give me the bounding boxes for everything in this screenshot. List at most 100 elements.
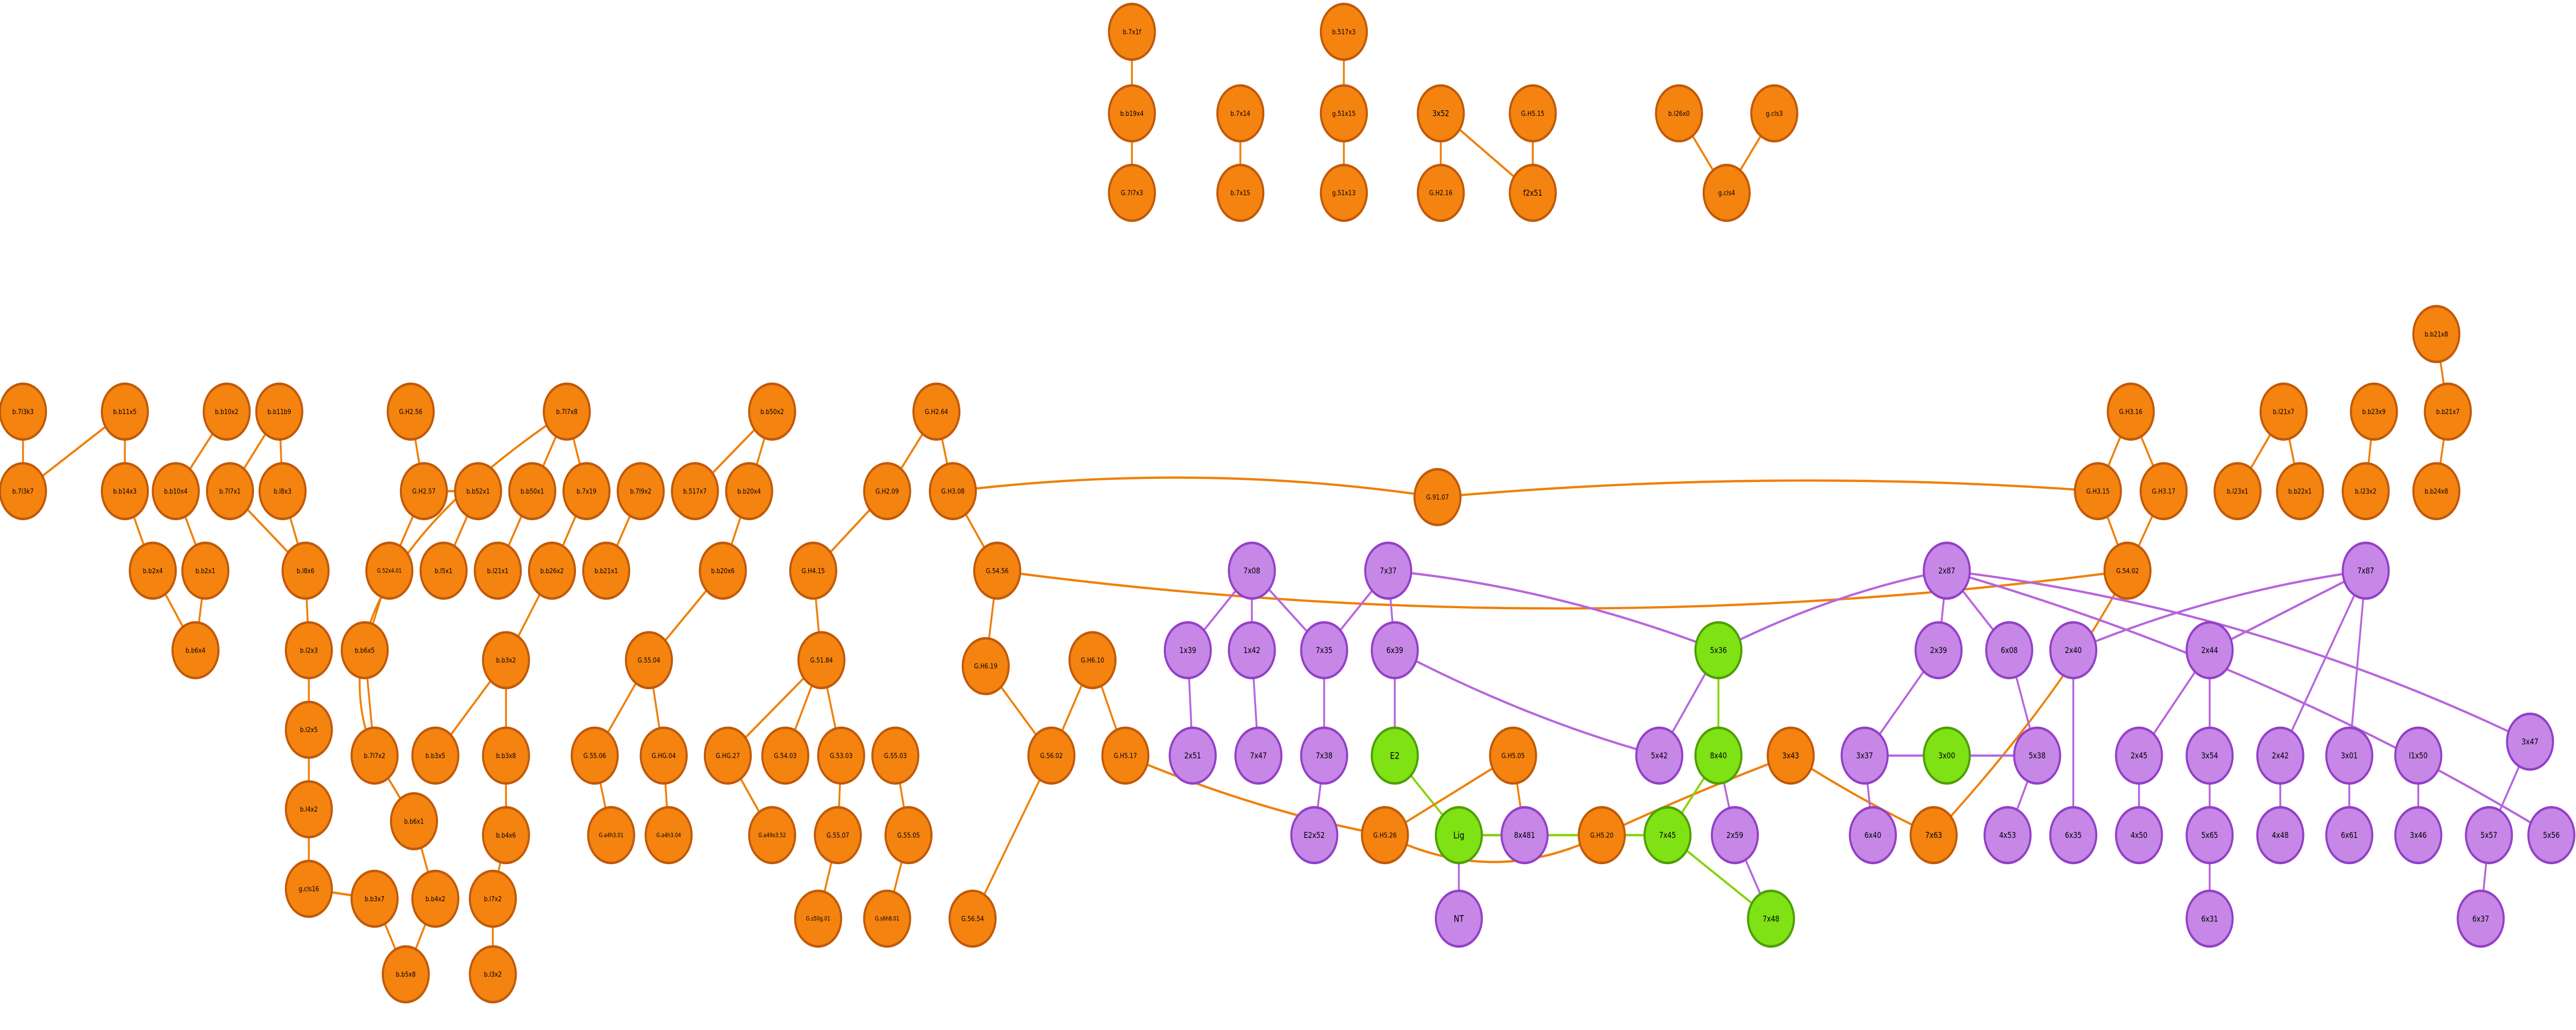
b-517x3-circle[interactable] [1319, 3, 1368, 61]
e2x52-circle[interactable] [1290, 806, 1338, 865]
6x37-circle[interactable] [2456, 889, 2505, 948]
node-g-h3-08[interactable]: G.H3.08 [928, 462, 977, 521]
g-54-02-circle[interactable] [2103, 541, 2152, 600]
g-h5-15-circle[interactable] [1509, 84, 1557, 143]
1x39-circle[interactable] [1163, 621, 1212, 680]
node-l1x50[interactable]: l1x50 [2394, 726, 2443, 785]
node-b-b4x6[interactable]: b.b4x6 [482, 806, 530, 865]
g-51x15-circle[interactable] [1319, 84, 1368, 143]
node-3x54[interactable]: 3x54 [2185, 726, 2234, 785]
7x48-circle[interactable] [1747, 889, 1795, 948]
node-6x37[interactable]: 6x37 [2456, 889, 2505, 948]
g-56-02-circle[interactable] [1027, 726, 1076, 785]
node-g-h2-16[interactable]: G.H2.16 [1416, 164, 1465, 222]
g-56-54-circle[interactable] [948, 889, 997, 948]
node-7x87[interactable]: 7x87 [2342, 541, 2390, 600]
node-g-h3-17[interactable]: G.H3.17 [2139, 462, 2188, 521]
node-g-s6h8-01[interactable]: G.s6h8.01 [863, 889, 911, 948]
node-b-b5x8[interactable]: b.b5x8 [381, 945, 430, 1004]
node-5x56[interactable]: 5x56 [2527, 806, 2575, 865]
node-b-b3x7[interactable]: b.b3x7 [350, 869, 399, 928]
node-g-53-03[interactable]: G.53.03 [817, 726, 866, 785]
node-b-l21x1[interactable]: b.l21x1 [473, 541, 522, 600]
node-2x59[interactable]: 2x59 [1710, 806, 1759, 865]
b-7l7x8-circle[interactable] [543, 382, 591, 441]
g-s50g-01-circle[interactable] [794, 889, 842, 948]
b-l8x3-circle[interactable] [258, 462, 307, 521]
node-3x43[interactable]: 3x43 [1767, 726, 1815, 785]
b-b4x6-circle[interactable] [482, 806, 530, 865]
node-g-cls16[interactable]: g.cls16 [284, 860, 333, 918]
b-l3x2-circle[interactable] [468, 945, 517, 1004]
b-b3x2-circle[interactable] [482, 631, 530, 690]
node-b-l4x2[interactable]: b.l4x2 [284, 780, 333, 838]
node-b-7x15[interactable]: b.7x15 [1216, 164, 1265, 222]
g-54-56-circle[interactable] [973, 541, 1022, 600]
node-b-517x3[interactable]: b.517x3 [1319, 3, 1368, 61]
node-g-hg-27[interactable]: G.HG.27 [703, 726, 752, 785]
b-b3x5-circle[interactable] [411, 726, 460, 785]
node-b-b6x4[interactable]: b.b6x4 [171, 621, 220, 680]
node-g-h2-56[interactable]: G.H2.56 [386, 382, 435, 441]
node-7x45[interactable]: 7x45 [1643, 806, 1692, 865]
node-g-h5-17[interactable]: G.H5.17 [1101, 726, 1149, 785]
node-3x52[interactable]: 3x52 [1416, 84, 1465, 143]
8x40-circle[interactable] [1694, 726, 1743, 785]
node-3x01[interactable]: 3x01 [2325, 726, 2374, 785]
lig-circle[interactable] [1434, 806, 1483, 865]
b-b21x8-circle[interactable] [2412, 305, 2461, 364]
node-2x44[interactable]: 2x44 [2185, 621, 2234, 680]
nt-circle[interactable] [1434, 889, 1483, 948]
node-6x39[interactable]: 6x39 [1370, 621, 1419, 680]
node-g-h3-16[interactable]: G.H3.16 [2107, 382, 2155, 441]
3x52-circle[interactable] [1416, 84, 1465, 143]
5x56-circle[interactable] [2527, 806, 2575, 865]
g-s6h8-01-circle[interactable] [863, 889, 911, 948]
node-6x61[interactable]: 6x61 [2325, 806, 2374, 865]
node-b-b2x1[interactable]: b.b2x1 [181, 541, 230, 600]
node-8x40[interactable]: 8x40 [1694, 726, 1743, 785]
4x50-circle[interactable] [2115, 806, 2163, 865]
node-g-h2-64[interactable]: G.H2.64 [912, 382, 961, 441]
node-g-h2-57[interactable]: G.H2.57 [400, 462, 448, 521]
6x39-circle[interactable] [1370, 621, 1419, 680]
b-b5x8-circle[interactable] [381, 945, 430, 1004]
node-g-h6-10[interactable]: G.H6.10 [1068, 631, 1117, 690]
node-b-b24x8[interactable]: b.b24x8 [2412, 462, 2461, 521]
g-55-06-circle[interactable] [570, 726, 619, 785]
b-7x19-circle[interactable] [562, 462, 611, 521]
g-cls16-circle[interactable] [284, 860, 333, 918]
g-53-03-circle[interactable] [817, 726, 866, 785]
b-b11b9-circle[interactable] [255, 382, 303, 441]
b-b20x6-circle[interactable] [699, 541, 747, 600]
b-l8x6-circle[interactable] [281, 541, 330, 600]
b-b21x1-circle[interactable] [582, 541, 631, 600]
node-b-b20x4[interactable]: b.b20x4 [725, 462, 773, 521]
node-e2[interactable]: E2 [1370, 726, 1419, 785]
b-7l9x2-circle[interactable] [616, 462, 665, 521]
node-g-56-54[interactable]: G.56.54 [948, 889, 997, 948]
b-l2x3-circle[interactable] [284, 621, 333, 680]
g-h3-17-circle[interactable] [2139, 462, 2188, 521]
node-7x38[interactable]: 7x38 [1300, 726, 1348, 785]
3x43-circle[interactable] [1767, 726, 1815, 785]
g-h5-20-circle[interactable] [1578, 806, 1626, 865]
node-2x87[interactable]: 2x87 [1923, 541, 1971, 600]
node-g-55-03[interactable]: G.55.03 [871, 726, 920, 785]
g-h3-16-circle[interactable] [2107, 382, 2155, 441]
node-2x42[interactable]: 2x42 [2256, 726, 2304, 785]
node-b-b10x2[interactable]: b.b10x2 [202, 382, 251, 441]
node-g-91-07[interactable]: G.91.07 [1413, 468, 1462, 526]
node-b-b21x1[interactable]: b.b21x1 [582, 541, 631, 600]
node-b-l5x1[interactable]: b.l5x1 [419, 541, 468, 600]
5x65-circle[interactable] [2185, 806, 2234, 865]
b-b50x1-circle[interactable] [508, 462, 556, 521]
node-b-7x14[interactable]: b.7x14 [1216, 84, 1265, 143]
node-g-a49x3-52[interactable]: G.a49x3.52 [748, 806, 796, 865]
g-hg-04-circle[interactable] [639, 726, 688, 785]
node-b-b3x8[interactable]: b.b3x8 [482, 726, 530, 785]
g-52x4-01-circle[interactable] [365, 541, 414, 600]
2x59-circle[interactable] [1710, 806, 1759, 865]
node-5x38[interactable]: 5x38 [2013, 726, 2061, 785]
b-l5x1-circle[interactable] [419, 541, 468, 600]
